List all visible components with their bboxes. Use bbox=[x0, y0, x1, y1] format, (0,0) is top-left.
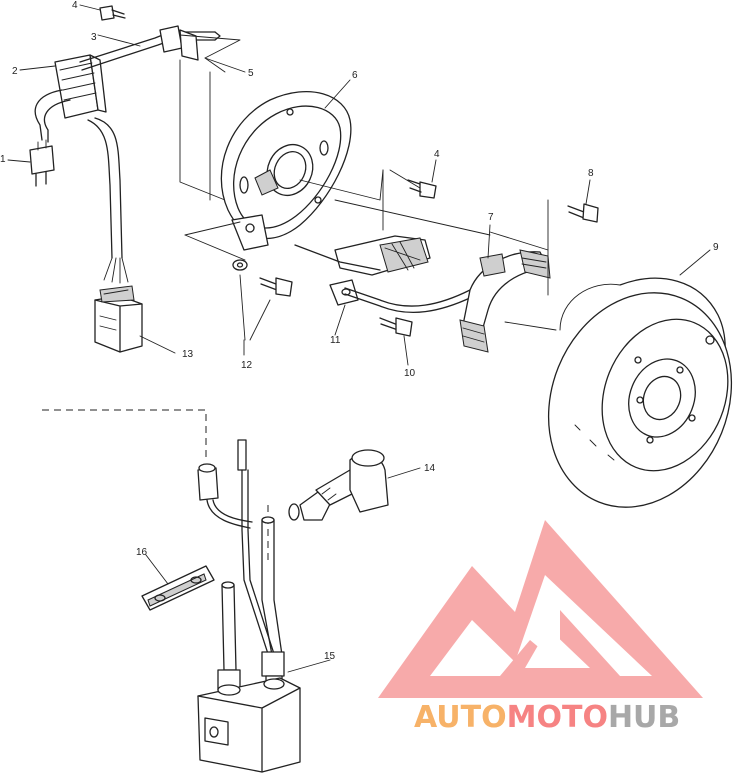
part-16-bracket bbox=[141, 565, 215, 611]
part-10-screw bbox=[379, 317, 413, 337]
callout-label: 8 bbox=[588, 168, 594, 179]
part-11-pulser-coil bbox=[294, 235, 431, 306]
part-13-connector bbox=[94, 285, 143, 353]
leader-lines-upper bbox=[179, 34, 241, 201]
watermark-text-auto: AUTO bbox=[414, 700, 507, 735]
callout-label: 9 bbox=[713, 242, 719, 253]
callout-label: 3 bbox=[91, 32, 97, 43]
callout-label: 13 bbox=[182, 349, 194, 360]
wiring-harness-upper bbox=[29, 89, 129, 284]
callout-label: 1 bbox=[0, 154, 6, 165]
callout-label: 15 bbox=[324, 651, 336, 662]
ignition-dashed-guide bbox=[42, 409, 269, 562]
callout-label: 4 bbox=[434, 149, 440, 160]
leader-lines-middle bbox=[184, 169, 491, 261]
part-7-stator-coil bbox=[459, 249, 551, 353]
callout-label: 10 bbox=[404, 368, 416, 379]
watermark-text: AUTOMOTOHUB bbox=[414, 700, 680, 735]
watermark-text-moto: MOTO bbox=[507, 700, 608, 735]
callout-label: 11 bbox=[330, 335, 341, 346]
watermark-text-hub: HUB bbox=[608, 700, 680, 735]
stator-lead-wire bbox=[344, 287, 473, 313]
callout-label: 7 bbox=[488, 212, 494, 223]
callout-labels: 1 2 3 4 5 6 4 7 8 9 10 11 12 13 14 15 16 bbox=[0, 0, 719, 662]
callout-label: 14 bbox=[424, 463, 436, 474]
part-2-regulator bbox=[54, 54, 107, 119]
part-9-flywheel bbox=[547, 277, 733, 508]
part-3-rod bbox=[79, 25, 221, 71]
part-12-screw-washer bbox=[232, 259, 293, 341]
part-14-spark-plug-cap bbox=[288, 449, 389, 521]
part-4-screw-top bbox=[99, 5, 126, 21]
callout-label: 16 bbox=[136, 547, 148, 558]
callout-label: 5 bbox=[248, 68, 254, 79]
part-6-stator-plate bbox=[220, 91, 352, 251]
ignition-wiring-lower bbox=[197, 439, 285, 691]
watermark-logo-icon bbox=[378, 520, 703, 698]
leader-lines-flywheel bbox=[489, 199, 557, 331]
part-15-ignition-coil bbox=[197, 677, 301, 773]
callout-label: 2 bbox=[12, 66, 18, 77]
part-8-screw bbox=[567, 203, 599, 223]
callout-label: 6 bbox=[352, 70, 358, 81]
callout-leaders bbox=[7, 4, 711, 673]
callout-label: 12 bbox=[241, 360, 253, 371]
callout-label: 4 bbox=[72, 0, 78, 11]
part-4-screw-middle bbox=[389, 169, 437, 199]
